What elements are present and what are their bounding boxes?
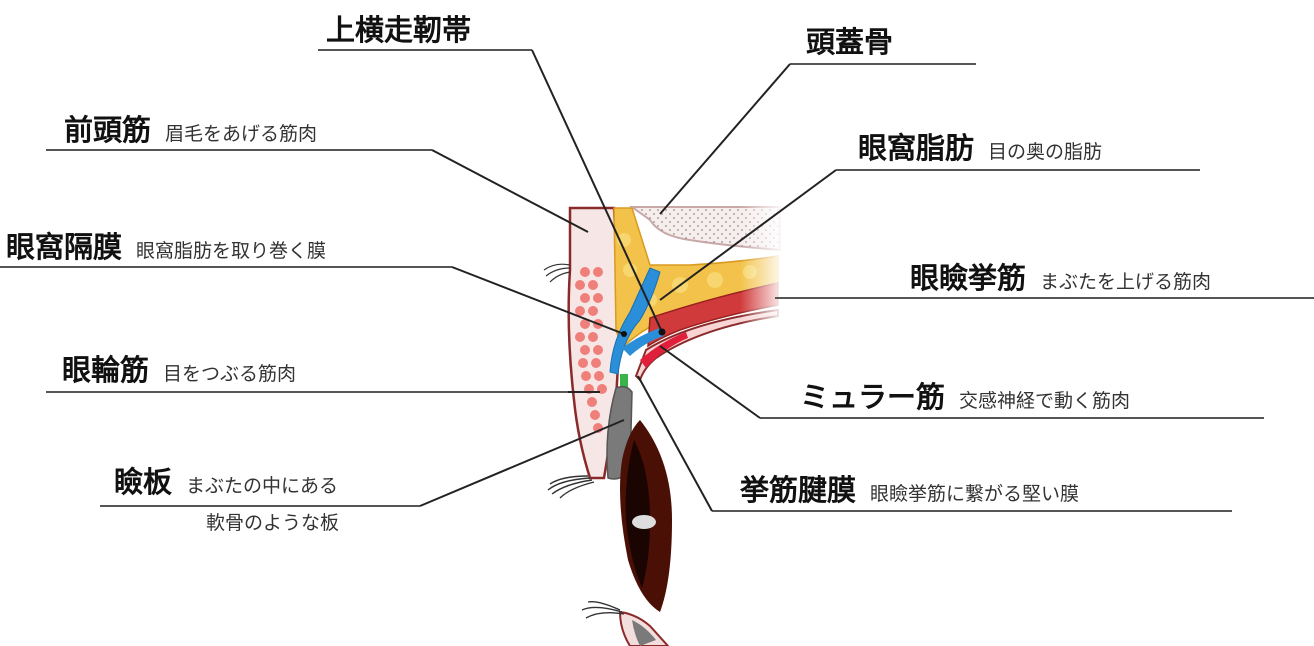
edge-fade — [740, 200, 785, 330]
label-title: 前頭筋 — [64, 113, 151, 147]
label-tarsal-plate: 瞼板まぶたの中にある — [114, 468, 338, 497]
brow-hairs — [544, 264, 570, 282]
label-tarsal-plate-desc-line2: 軟骨のような板 — [206, 514, 339, 533]
label-description: 眼瞼挙筋に繋がる堅い膜 — [870, 483, 1079, 505]
label-skull: 頭蓋骨 — [806, 28, 893, 57]
label-title: 眼窩隔膜 — [6, 230, 122, 264]
label-title: 挙筋腱膜 — [740, 473, 856, 507]
label-orbital-fat: 眼窩脂肪目の奥の脂肪 — [858, 134, 1102, 163]
label-title: 眼輪筋 — [62, 353, 149, 387]
label-title: ミュラー筋 — [800, 380, 945, 414]
label-description: 目の奥の脂肪 — [988, 141, 1102, 163]
label-description: 眉毛をあげる筋肉 — [165, 123, 317, 145]
label-superior-transverse-ligament: 上横走靭帯 — [326, 16, 471, 45]
label-description: 眼窩脂肪を取り巻く膜 — [136, 240, 326, 262]
label-levator-muscle: 眼瞼挙筋まぶたを上げる筋肉 — [910, 264, 1211, 293]
label-title: 頭蓋骨 — [806, 25, 893, 59]
label-description: まぶたの中にある — [186, 475, 338, 497]
label-description: 交感神経で動く筋肉 — [959, 390, 1130, 412]
label-title: 上横走靭帯 — [326, 13, 471, 47]
lower-eyelashes — [582, 602, 624, 618]
conjunctiva-green — [620, 374, 628, 388]
label-description: まぶたを上げる筋肉 — [1040, 271, 1211, 293]
label-description: 目をつぶる筋肉 — [163, 363, 296, 385]
label-title: 眼瞼挙筋 — [910, 261, 1026, 295]
label-orbital-septum: 眼窩隔膜眼窩脂肪を取り巻く膜 — [6, 233, 326, 262]
label-muller-muscle: ミュラー筋交感神経で動く筋肉 — [800, 383, 1130, 412]
label-title: 眼窩脂肪 — [858, 131, 974, 165]
label-levator-aponeurosis: 挙筋腱膜眼瞼挙筋に繋がる堅い膜 — [740, 476, 1079, 505]
eye-highlight — [632, 515, 656, 529]
label-title: 瞼板 — [114, 465, 172, 499]
upper-eyelashes — [548, 476, 594, 498]
label-orbicularis: 眼輪筋目をつぶる筋肉 — [62, 356, 296, 385]
label-frontalis: 前頭筋眉毛をあげる筋肉 — [64, 116, 317, 145]
